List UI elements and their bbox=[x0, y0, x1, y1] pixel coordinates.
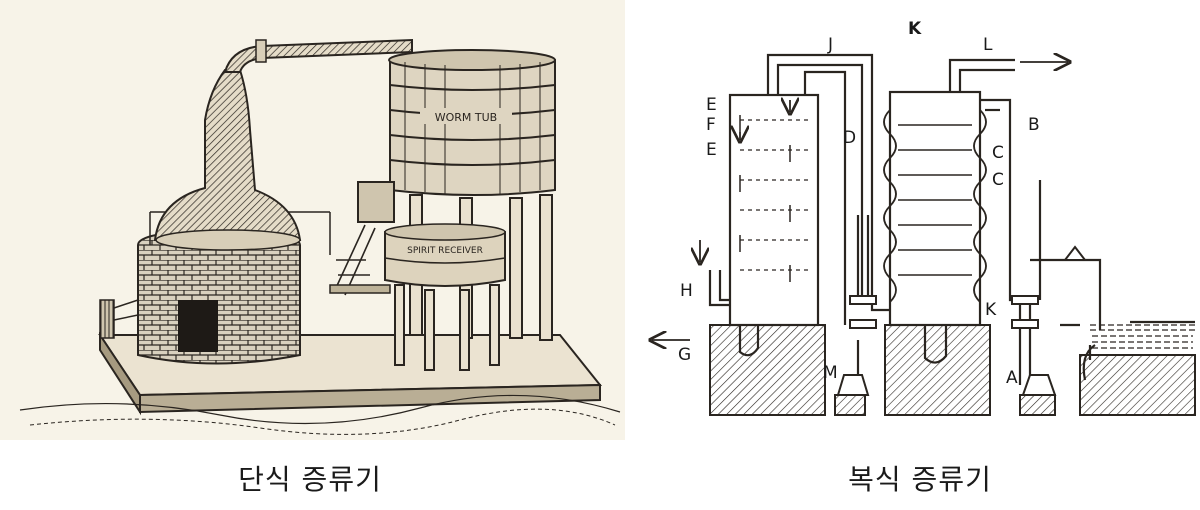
label-c1: C bbox=[992, 143, 1004, 163]
lyne-arm bbox=[223, 38, 413, 73]
label-e1: E bbox=[706, 95, 717, 115]
label-j: J bbox=[827, 35, 833, 55]
pumps bbox=[836, 374, 1057, 396]
column-still-panel: J K L E F E D C C B H K G M A 복식 증류기 bbox=[640, 0, 1200, 510]
column-still-diagram: J K L E F E D C C B H K G M A bbox=[640, 0, 1200, 440]
label-k-top: K bbox=[908, 19, 922, 39]
worm-tub-label: WORM TUB bbox=[435, 111, 497, 124]
valves bbox=[849, 245, 1088, 329]
pot-still-drawing: WORM TUB SPIRIT RECEIVER bbox=[19, 38, 621, 435]
label-m: M bbox=[823, 363, 838, 383]
pot-still-panel: WORM TUB SPIRIT RECEIVER bbox=[0, 0, 625, 496]
base-platform bbox=[19, 331, 621, 435]
label-b: B bbox=[1028, 115, 1040, 135]
spirit-receiver: SPIRIT RECEIVER bbox=[384, 223, 506, 371]
label-f: F bbox=[706, 115, 716, 135]
brick-furnace bbox=[99, 228, 301, 365]
label-d: D bbox=[843, 128, 856, 148]
label-e2: E bbox=[706, 140, 717, 160]
pot-still-illustration: WORM TUB SPIRIT RECEIVER bbox=[0, 0, 625, 440]
analyzer-column bbox=[728, 93, 820, 327]
rectifier-column bbox=[883, 90, 987, 327]
worm-tub: WORM TUB bbox=[388, 49, 556, 196]
label-g: G bbox=[678, 345, 691, 365]
flow-arrows bbox=[652, 62, 1068, 340]
label-k-lower: K bbox=[985, 300, 997, 320]
spirit-receiver-label: SPIRIT RECEIVER bbox=[407, 246, 483, 256]
column-still-caption: 복식 증류기 bbox=[848, 463, 992, 496]
label-c2: C bbox=[992, 170, 1004, 190]
label-a: A bbox=[1006, 368, 1018, 388]
pot-still-caption: 단식 증류기 bbox=[238, 463, 382, 496]
column-still-drawing: J K L E F E D C C B H K G M A bbox=[640, 19, 1196, 416]
still-pot bbox=[153, 69, 302, 251]
component-labels: J K L E F E D C C B H K G M A bbox=[678, 19, 1040, 388]
label-l: L bbox=[983, 35, 993, 55]
spirit-safe bbox=[329, 181, 395, 296]
brick-bases bbox=[709, 324, 1196, 416]
label-h: H bbox=[680, 281, 693, 301]
reservoir bbox=[1090, 324, 1195, 349]
